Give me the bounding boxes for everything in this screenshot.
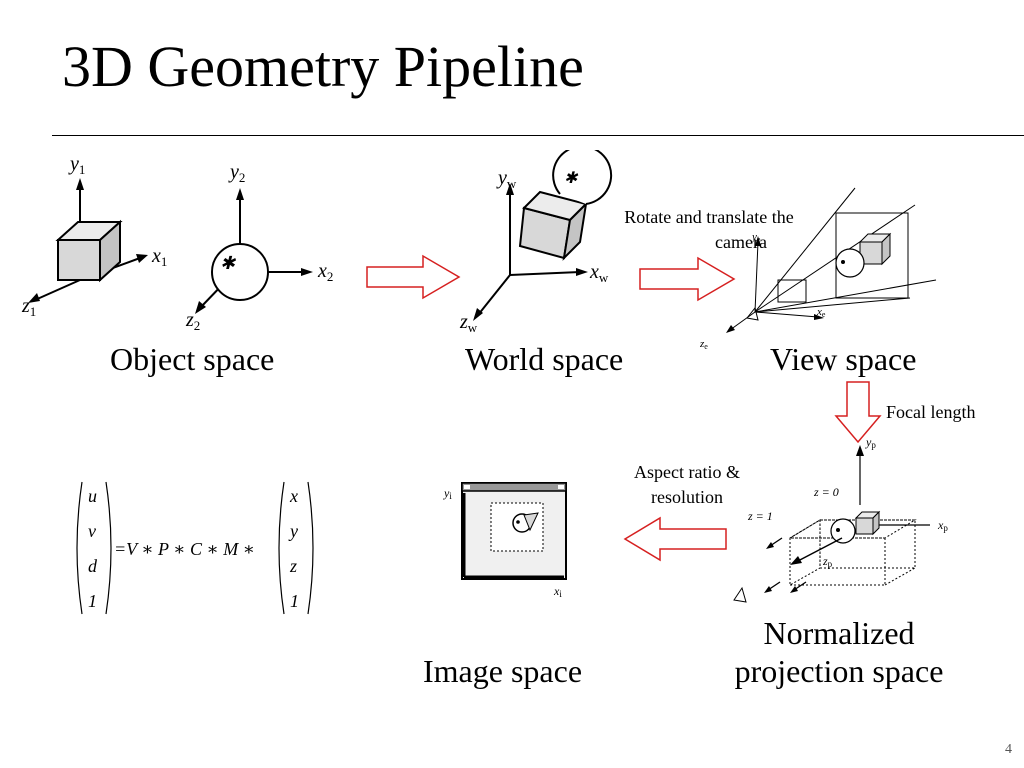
plane-label-z0: z = 0: [813, 485, 839, 499]
view-space-diagram: ye xe ze: [700, 187, 937, 350]
axis-label-yp: yp: [865, 435, 876, 450]
equation-lhs-2: d: [88, 556, 98, 576]
axis-label-yi: yi: [443, 486, 452, 501]
page-number: 4: [1005, 742, 1012, 757]
projection-equation: u v d 1 =V ∗ P ∗ C ∗ M ∗ x y z 1: [76, 481, 314, 615]
image-space-diagram: yi xi: [443, 482, 567, 599]
equation-rhs-3: 1: [290, 591, 299, 611]
object-space-diagram: y1 x1 z1 ✱ y2 x2 z2: [21, 153, 333, 333]
slide-title: 3D Geometry Pipeline: [62, 34, 584, 99]
axis-label-x1: x1: [151, 245, 167, 269]
arrow-view-to-normalized: [834, 381, 882, 444]
axis-label-z1: z1: [21, 295, 36, 319]
axis-label-z2: z2: [185, 309, 200, 333]
svg-text:✱: ✱: [564, 170, 579, 187]
caption-normalized-projection-space: Normalized projection space: [734, 615, 944, 689]
arrow-object-to-world: [366, 254, 461, 300]
axis-label-ze: ze: [700, 338, 708, 350]
equation-lhs-3: 1: [88, 591, 97, 611]
equation-operator: =V ∗ P ∗ C ∗ M ∗: [114, 539, 255, 559]
axis-label-y2: y2: [228, 161, 245, 185]
axis-label-ye: ye: [751, 231, 761, 244]
caption-object-space: Object space: [110, 341, 275, 377]
transition-aspect-label: Aspect ratio & resolution: [634, 462, 740, 507]
transition-camera-label: Rotate and translate the camera: [624, 207, 794, 252]
axis-label-xw: xw: [589, 261, 609, 285]
transition-focal-label: Focal length: [886, 402, 976, 422]
axis-label-yw: yw: [496, 167, 517, 191]
axis-label-xi: xi: [553, 584, 562, 599]
axis-label-zp: zp: [822, 554, 833, 569]
axis-label-zw: zw: [459, 311, 478, 335]
axis-label-xe: xe: [816, 306, 826, 319]
axis-label-xp: xp: [937, 518, 948, 533]
normalized-space-diagram: yp xp zp z = 0 z = 1: [733, 435, 948, 603]
plane-label-z1: z = 1: [747, 509, 773, 523]
equation-rhs-1: y: [288, 521, 298, 541]
arrow-normalized-to-image: [623, 516, 727, 562]
axis-label-y1: y1: [68, 153, 85, 177]
axis-label-x2: x2: [317, 260, 333, 284]
title-divider: [52, 135, 1024, 136]
svg-text:✱: ✱: [220, 253, 237, 273]
arrow-world-to-view: [639, 256, 736, 302]
equation-rhs-0: x: [289, 486, 298, 506]
equation-lhs-1: v: [88, 521, 96, 541]
caption-image-space: Image space: [423, 653, 583, 689]
equation-lhs-0: u: [88, 486, 97, 506]
caption-world-space: World space: [465, 341, 624, 377]
world-space-diagram: ✱ yw xw zw: [459, 150, 613, 335]
equation-rhs-2: z: [289, 556, 297, 576]
caption-view-space: View space: [770, 341, 917, 377]
